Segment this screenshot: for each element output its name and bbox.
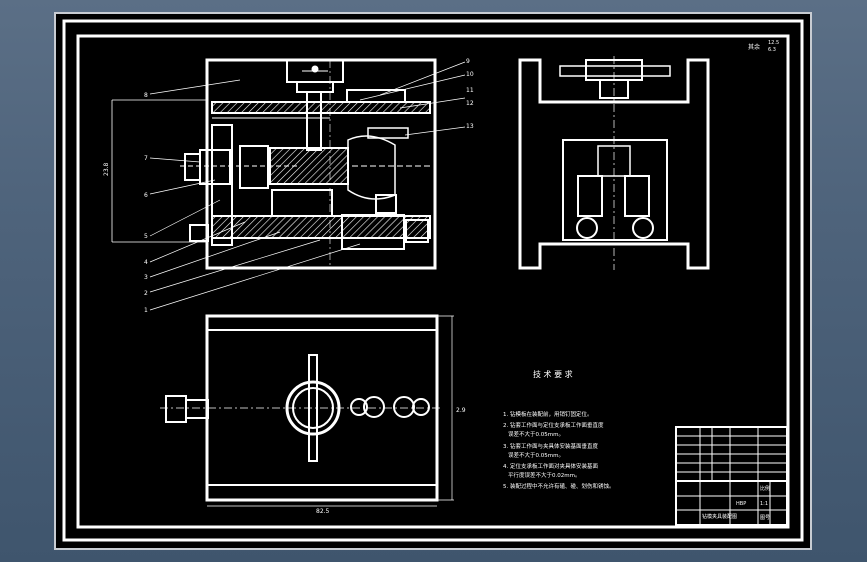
- roughness-value-2: 6.3: [768, 47, 776, 53]
- part-number: 2: [144, 290, 148, 297]
- title-block: [675, 426, 788, 526]
- outer-border: [62, 19, 804, 542]
- dimension-height: 23.8: [103, 162, 110, 176]
- title-block-cell: 1:1: [760, 501, 768, 507]
- technical-requirements: 技 术 要 求 1. 钻模板在装配前，用销钉固定位。 2. 钻套工作面与定位支承…: [503, 369, 615, 490]
- part-number: 6: [144, 192, 148, 199]
- tech-line: 误差不大于0.05mm。: [508, 451, 564, 459]
- roughness-value-1: 12.5: [768, 40, 779, 46]
- part-number-labels: 8 7 6 5 4 3 2 1 9 10 11 12 13 23.8: [103, 58, 474, 314]
- part-number: 10: [466, 71, 474, 78]
- inner-border: [76, 34, 790, 529]
- tech-line: 误差不大于0.05mm。: [508, 430, 564, 438]
- part-number: 3: [144, 274, 148, 281]
- part-number: 11: [466, 87, 474, 94]
- tech-line: 4. 定位支承板工作面对夹具体安装基面: [503, 462, 598, 470]
- dimension-small: 2.9: [456, 407, 466, 414]
- part-number: 4: [144, 259, 148, 266]
- tech-line: 3. 钻套工作面与夹具体安装基面垂直度: [503, 442, 598, 450]
- side-view: [518, 56, 710, 270]
- top-view: [160, 314, 454, 507]
- part-number: 13: [466, 123, 474, 130]
- title-block-cell: HBP: [736, 501, 746, 507]
- front-view: [111, 58, 466, 311]
- part-number: 9: [466, 58, 470, 65]
- title-block-cell: 比例: [760, 485, 770, 492]
- part-number: 1: [144, 307, 148, 314]
- title-block-cell: 钻模夹具装配图: [702, 513, 737, 520]
- sheet-background: [54, 12, 812, 550]
- title-block-cell: 图号: [760, 515, 770, 521]
- part-number: 5: [144, 233, 148, 240]
- part-number: 8: [144, 92, 148, 99]
- part-number: 7: [144, 155, 148, 162]
- roughness-label: 其余: [748, 43, 760, 51]
- tech-requirements-title: 技 术 要 求: [533, 369, 573, 379]
- tech-line: 5. 装配过程中不允许有磕、碰、划伤和锈蚀。: [503, 482, 615, 490]
- dimension-width: 82.5: [316, 508, 330, 515]
- tech-line: 1. 钻模板在装配前，用销钉固定位。: [503, 410, 593, 418]
- tech-line: 2. 钻套工作面与定位支承板工作面垂直度: [503, 421, 604, 429]
- tech-line: 平行度误差不大于0.02mm。: [508, 471, 580, 479]
- part-number: 12: [466, 100, 474, 107]
- roughness-note: 其余 12.5 6.3: [748, 40, 779, 53]
